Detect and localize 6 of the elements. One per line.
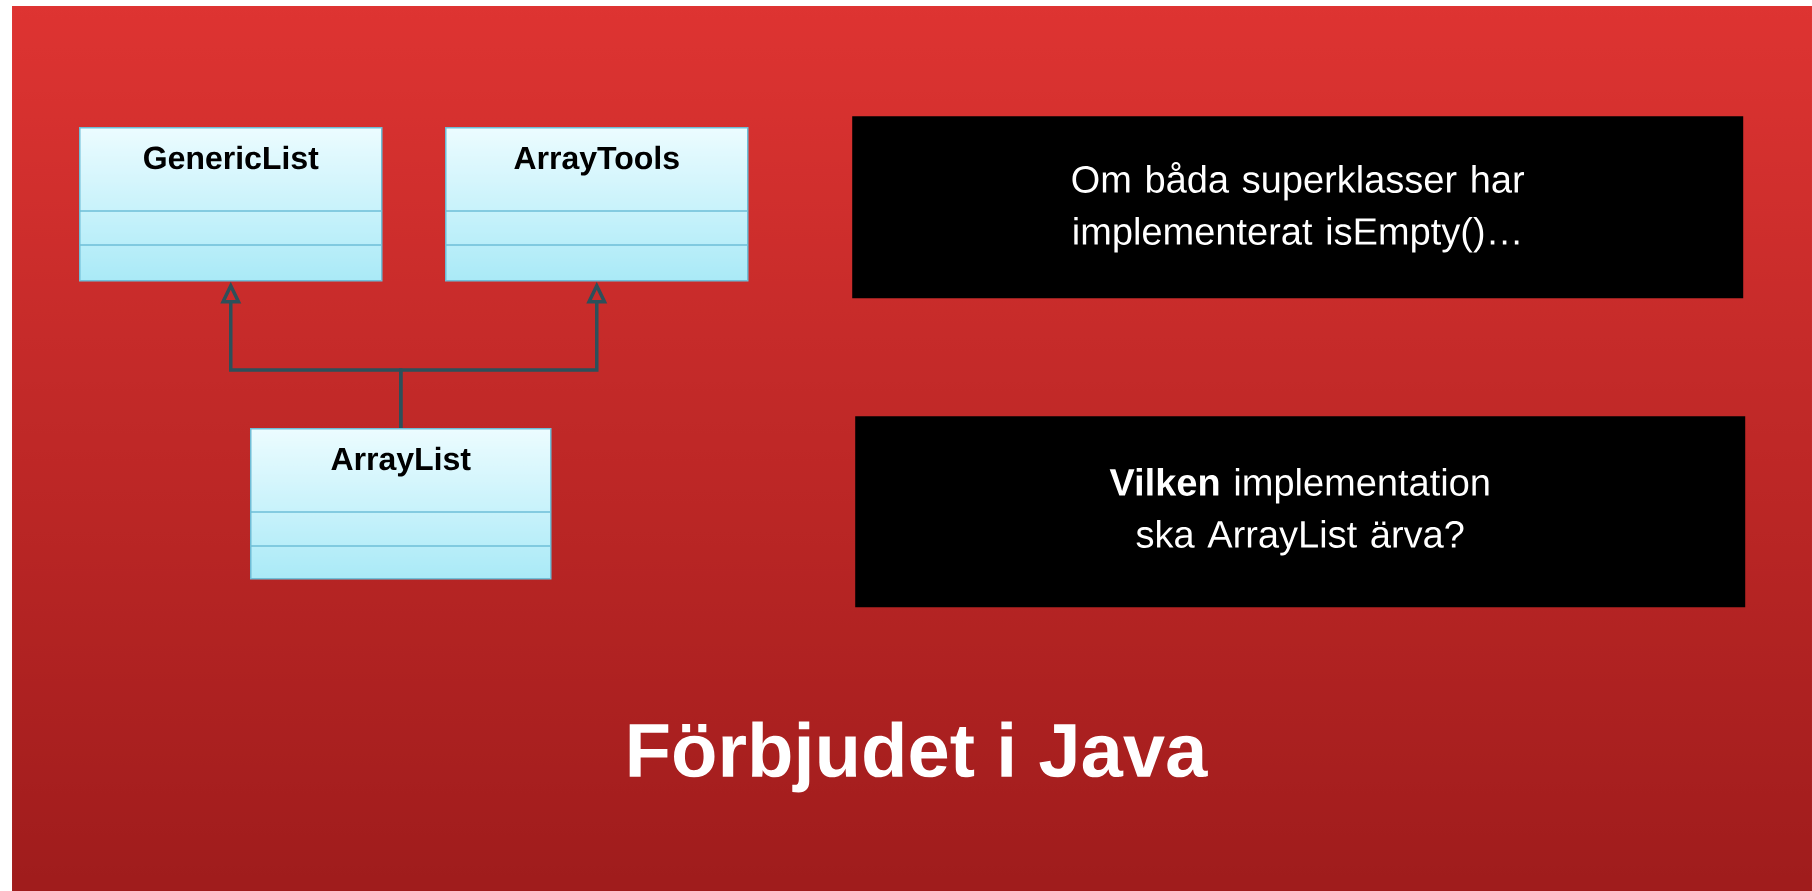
title: Förbjudet i Java — [629, 721, 1208, 793]
note-box: Vilken implementation ska ArrayList ärva? — [855, 416, 1746, 608]
class-box: ArrayList — [249, 428, 552, 580]
class-box: GenericList — [78, 127, 383, 282]
note-box: Om båda superklasser har implementerat isEmpty()… — [852, 116, 1744, 299]
class-box: ArrayTools — [444, 127, 749, 282]
